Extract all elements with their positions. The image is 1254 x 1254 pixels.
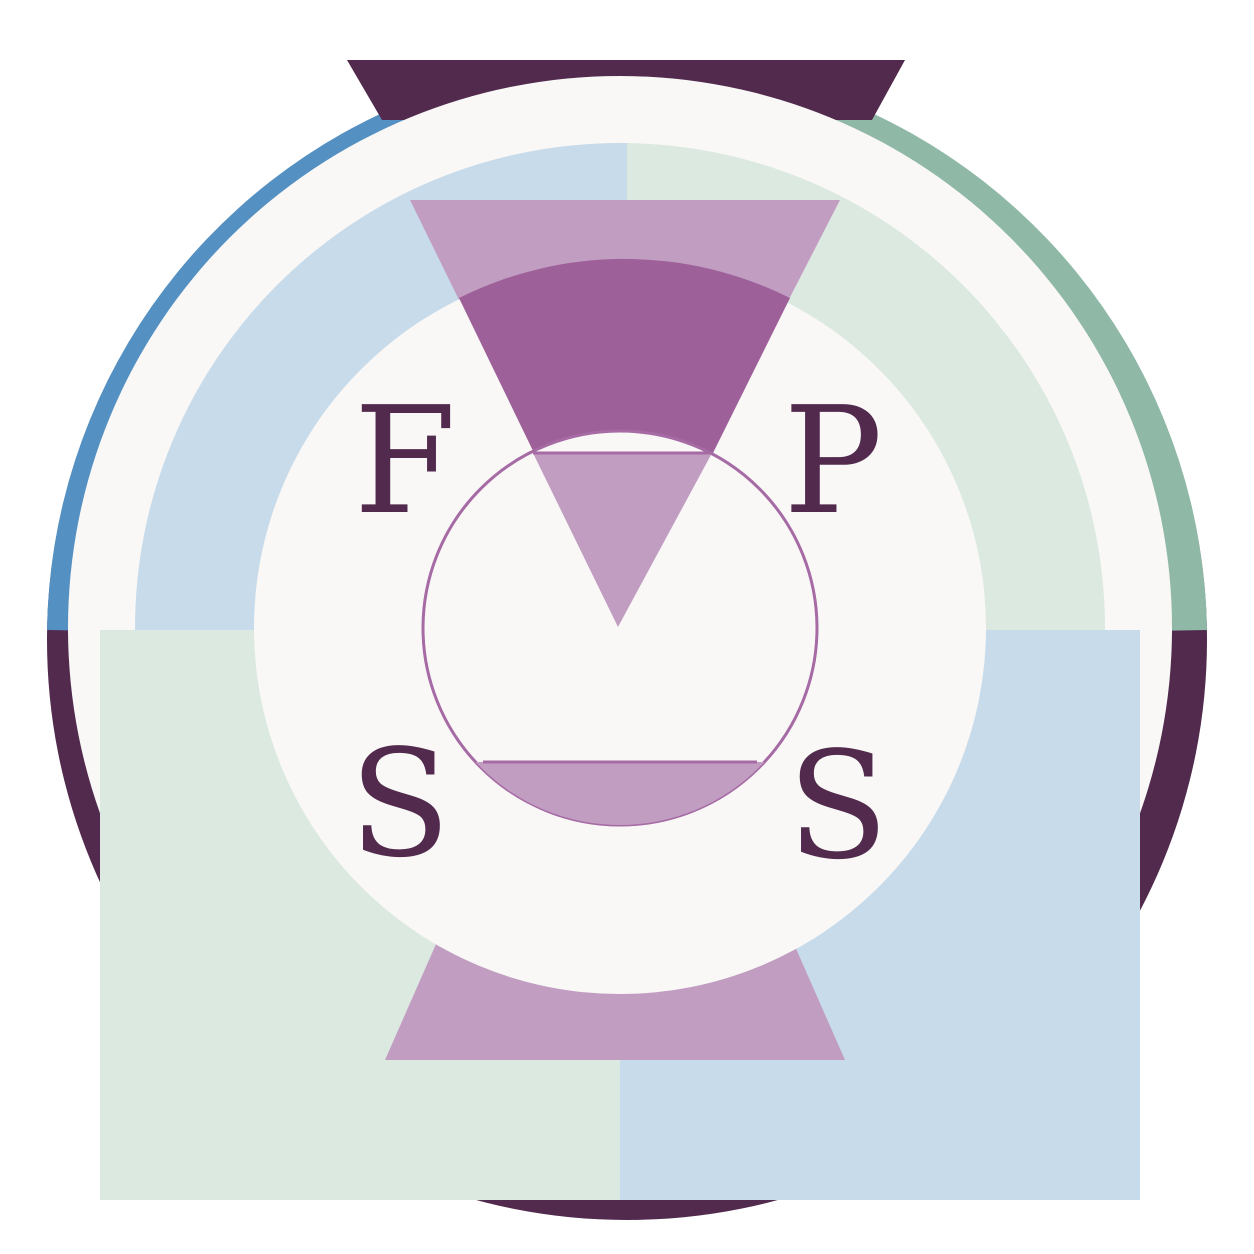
letter-top-right: P bbox=[783, 375, 883, 547]
bottom-purple-segment bbox=[385, 935, 845, 1060]
letter-bottom-right: S bbox=[787, 720, 888, 892]
mid-purple-segment bbox=[459, 258, 790, 455]
letter-top-left: F bbox=[354, 375, 457, 547]
inverted-triangle-icon bbox=[533, 453, 712, 627]
letter-bottom-left: S bbox=[349, 718, 450, 890]
